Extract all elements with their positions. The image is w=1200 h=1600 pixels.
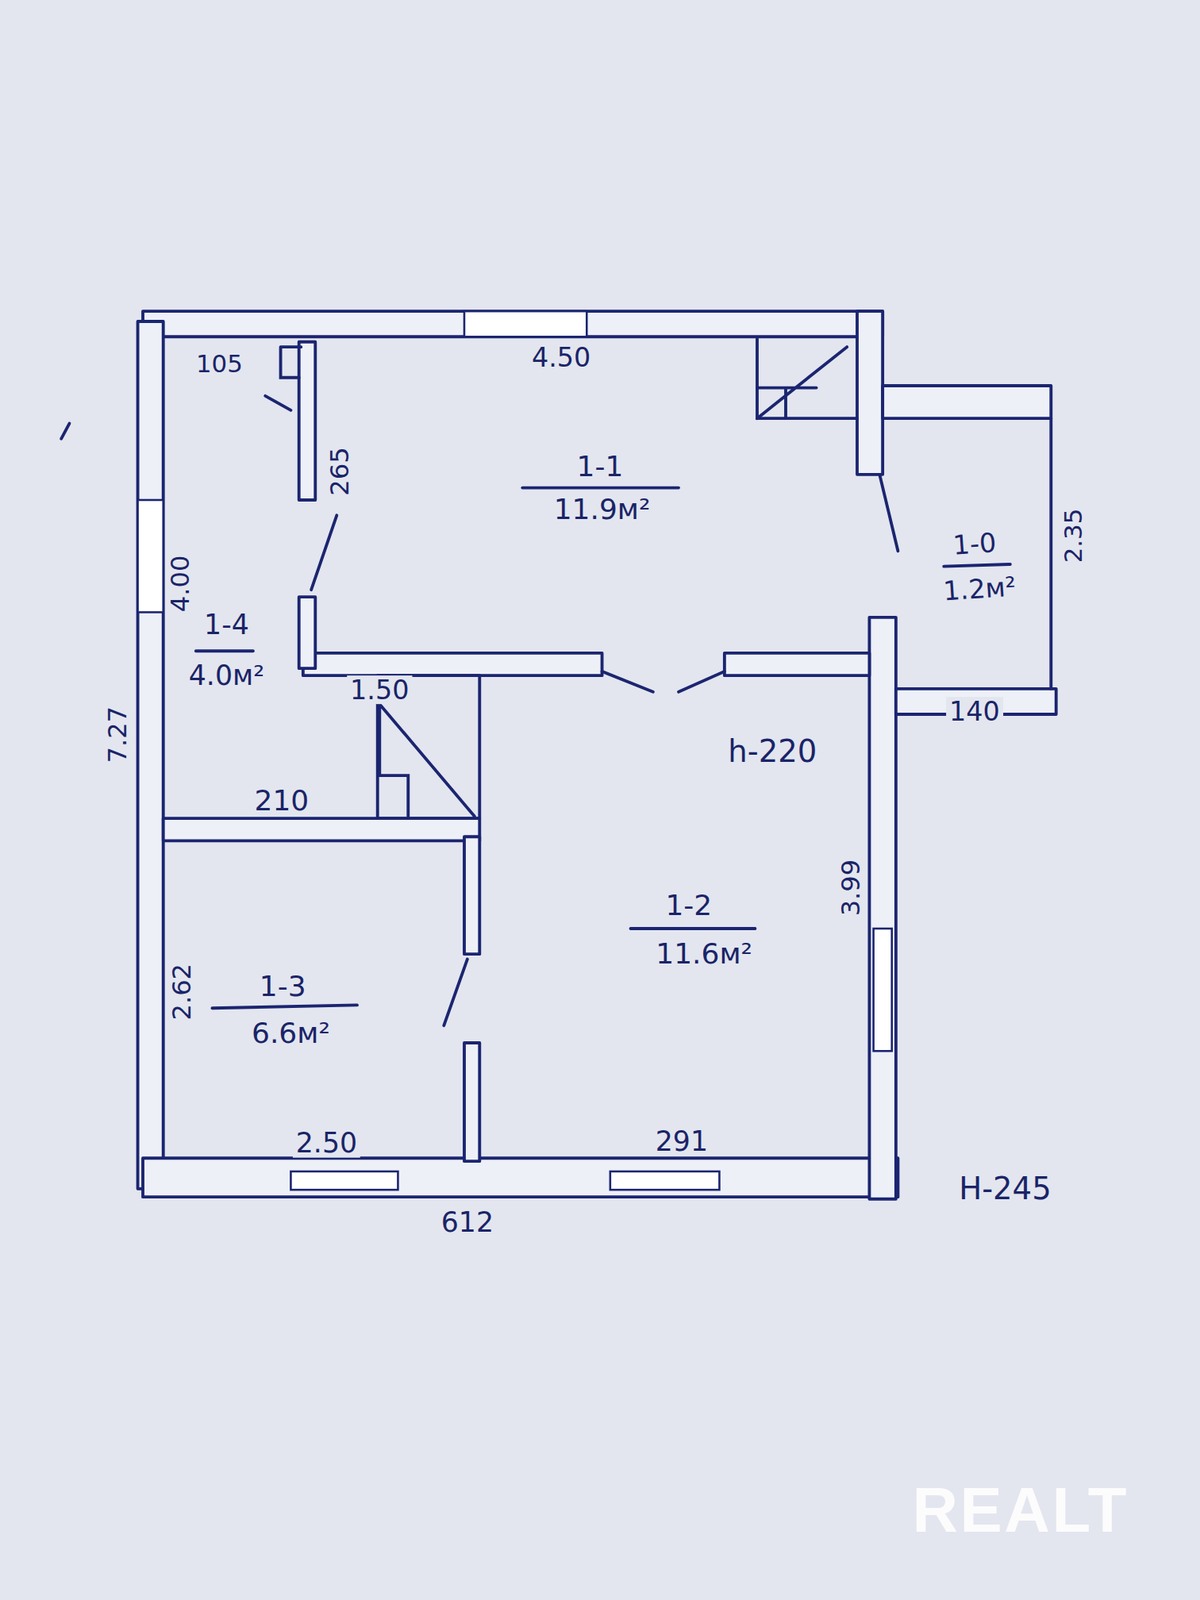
pen-mark bbox=[61, 423, 70, 439]
dimension-label: 11.6м² bbox=[652, 938, 755, 970]
dimension-label: 140 bbox=[946, 696, 1004, 726]
dimension-label: 7.27 bbox=[103, 703, 131, 766]
dimension-label: 2.50 bbox=[292, 1127, 361, 1158]
dimension-label: 2.35 bbox=[1060, 505, 1087, 566]
fraction-line bbox=[630, 926, 756, 931]
dimension-label: 291 bbox=[652, 1126, 712, 1156]
window bbox=[873, 928, 893, 1051]
dimension-label: H-245 bbox=[955, 1172, 1054, 1205]
stair bbox=[379, 703, 475, 816]
niche bbox=[280, 346, 302, 378]
wall bbox=[163, 818, 481, 841]
wall bbox=[138, 321, 164, 1189]
wall bbox=[882, 385, 1051, 419]
window bbox=[610, 1171, 720, 1190]
dimension-label: 4.50 bbox=[528, 342, 594, 372]
wall bbox=[464, 1042, 480, 1162]
door-swing bbox=[265, 396, 291, 411]
dimension-label: 3.99 bbox=[837, 856, 866, 920]
dimension-label: 1-1 bbox=[573, 452, 627, 484]
dimension-label: 1.2м² bbox=[938, 571, 1020, 606]
wall-line bbox=[1049, 418, 1053, 689]
wall bbox=[869, 617, 896, 1200]
dimension-label: 6.6м² bbox=[248, 1018, 334, 1050]
wall bbox=[142, 1157, 898, 1197]
fraction-line bbox=[211, 1004, 358, 1008]
door-swing bbox=[602, 671, 654, 693]
dimension-label: 105 bbox=[192, 350, 247, 377]
wall bbox=[724, 653, 870, 676]
dimension-label: 4.0м² bbox=[185, 660, 268, 690]
dimension-label: 11.9м² bbox=[550, 495, 654, 527]
watermark: REALT bbox=[909, 1477, 1132, 1543]
fraction-line bbox=[522, 486, 679, 490]
dimension-label: 612 bbox=[438, 1207, 497, 1238]
dimension-label: 4.00 bbox=[166, 552, 195, 616]
wall bbox=[464, 836, 480, 954]
door-swing bbox=[311, 515, 337, 590]
wall bbox=[299, 596, 316, 669]
dimension-label: 1-2 bbox=[662, 890, 716, 922]
window bbox=[464, 311, 587, 337]
wall bbox=[142, 311, 883, 337]
door-swing bbox=[678, 671, 725, 693]
wall bbox=[299, 342, 316, 500]
window bbox=[138, 500, 164, 612]
door-swing bbox=[879, 474, 898, 551]
window bbox=[290, 1171, 398, 1190]
fraction-line bbox=[943, 564, 1011, 567]
fraction-line bbox=[196, 649, 254, 653]
stair bbox=[757, 338, 858, 419]
dimension-label: 210 bbox=[251, 785, 312, 817]
door-swing bbox=[443, 959, 468, 1027]
dimension-label: 265 bbox=[326, 443, 354, 499]
dimension-label: 2.62 bbox=[167, 960, 196, 1024]
wall bbox=[857, 311, 883, 475]
dimension-label: 1-3 bbox=[256, 971, 310, 1003]
wall bbox=[303, 653, 603, 676]
dimension-label: 1-0 bbox=[949, 527, 1001, 560]
stair bbox=[757, 346, 847, 419]
dimension-label: 1-4 bbox=[200, 609, 252, 639]
dimension-label: h-220 bbox=[724, 735, 820, 769]
dimension-label: 1.50 bbox=[346, 675, 412, 704]
